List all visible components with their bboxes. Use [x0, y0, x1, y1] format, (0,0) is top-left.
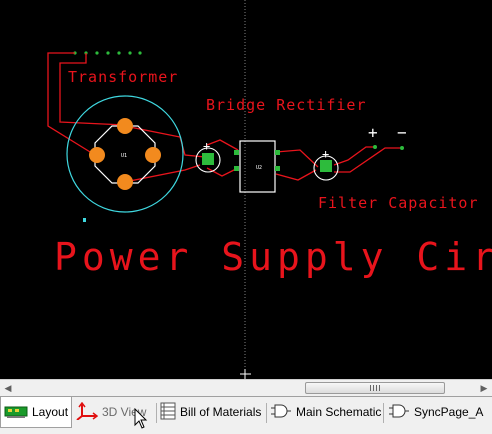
bridge-rectifier-label: Bridge Rectifier	[206, 96, 367, 114]
board-title: Power Supply Circuit	[54, 235, 492, 279]
grip-icon	[370, 385, 380, 391]
scroll-left-icon[interactable]: ◀	[4, 383, 12, 394]
tab-main-schematic[interactable]: Main Schematic	[268, 397, 383, 427]
tab-bill-of-materials[interactable]: Bill of Materials	[158, 397, 266, 427]
and-gate-icon	[388, 403, 410, 422]
tab-label: Bill of Materials	[180, 405, 262, 419]
header-connector	[73, 51, 142, 55]
cap-plus-sign: +	[322, 147, 329, 161]
tab-layout[interactable]: Layout	[0, 397, 72, 428]
tab-divider	[383, 403, 384, 423]
output-terminals: + −	[368, 123, 407, 150]
view-tab-bar: Layout 3D View Bill of Materials	[0, 396, 492, 434]
input-connector-component[interactable]: +	[195, 139, 221, 173]
3d-axes-icon	[76, 401, 99, 423]
copper-traces	[47, 52, 402, 183]
bom-sheet-icon	[160, 402, 176, 423]
tab-syncpage-a[interactable]: SyncPage_A	[386, 397, 486, 427]
tab-label: Layout	[32, 405, 69, 419]
tab-label: SyncPage_A	[414, 405, 484, 419]
tab-divider	[266, 403, 267, 423]
mouse-pointer-icon	[134, 407, 148, 434]
input-plus-sign: +	[203, 139, 210, 153]
horizontal-scrollbar[interactable]: ◀ ▶	[0, 379, 492, 397]
filter-capacitor-label: Filter Capacitor	[318, 194, 479, 212]
filter-capacitor-component[interactable]: +	[313, 147, 339, 181]
scrollbar-thumb[interactable]	[305, 382, 445, 394]
crosshair-icon	[240, 369, 251, 379]
transformer-component[interactable]: U1	[66, 95, 184, 213]
and-gate-icon	[270, 403, 292, 422]
u2-designator: U2	[256, 165, 262, 171]
bridge-rectifier-component[interactable]: U2	[234, 140, 280, 193]
origin-marker	[83, 218, 86, 222]
u1-designator: U1	[121, 153, 127, 159]
transformer-label: Transformer	[68, 68, 178, 86]
pcb-canvas[interactable]: U1 + U2 + + −	[0, 0, 492, 379]
output-plus-sign: +	[368, 123, 378, 142]
tab-label: Main Schematic	[296, 405, 382, 419]
output-minus-sign: −	[397, 123, 407, 142]
pcb-layout-icon	[4, 404, 28, 421]
scroll-right-icon[interactable]: ▶	[480, 383, 488, 394]
tab-divider	[156, 403, 157, 423]
